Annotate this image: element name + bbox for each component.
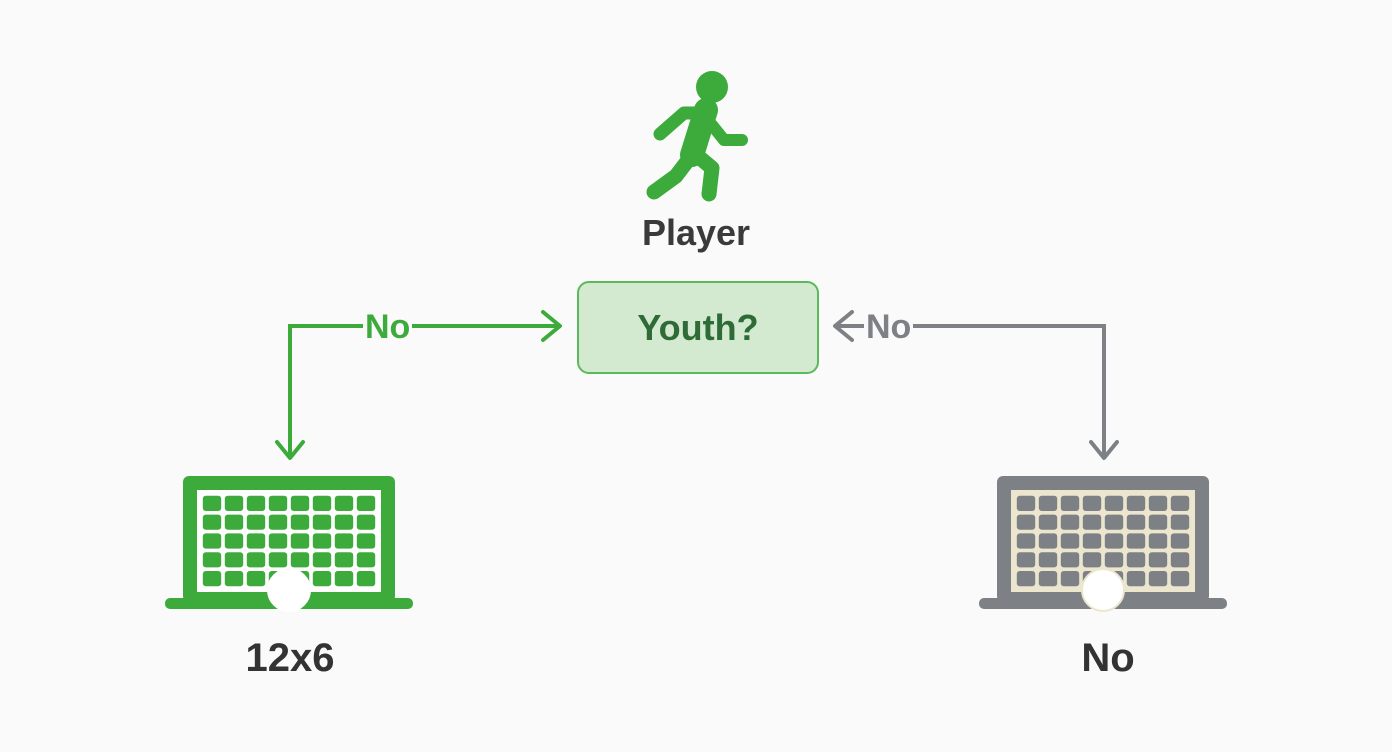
goal-net-cell [1126,514,1146,530]
goal-net-cell [224,495,244,511]
goal-net-cell [1016,552,1036,568]
goal-net-cell [1038,514,1058,530]
goal-net-cell [334,495,354,511]
goal-net-cell [1170,533,1190,549]
goal-net-cell [290,533,310,549]
goal-net-cell [1082,495,1102,511]
right-connector-arrowhead-left [833,310,854,342]
goal-net-cell [224,571,244,587]
right-outcome-label: No [1081,636,1135,680]
goal-net-cell [246,533,266,549]
goal-net-cell [202,533,222,549]
decision-label: Youth? [637,307,759,348]
goal-net-cell [246,495,266,511]
goal-net-cell [1016,533,1036,549]
left-edge-label: No [363,308,413,347]
goal-net-cell [1038,495,1058,511]
goal-net-cell [1170,552,1190,568]
goal-net-cell [356,514,376,530]
left-outcome-label: 12x6 [245,636,335,680]
goal-net-cell [202,552,222,568]
goal-net-cell [312,495,332,511]
left-connector-arrowhead-down [275,440,305,460]
goal-net-cell [1126,533,1146,549]
soccer-goal-icon [979,476,1227,612]
goal-net-cell [1060,552,1080,568]
goal-net-cell [312,571,332,587]
goal-net-cell [1082,514,1102,530]
goal-net-cell [356,571,376,587]
goal-net-cell [1170,571,1190,587]
decision-node: Youth? [577,281,819,374]
goal-net-cell [1148,552,1168,568]
right-edge-label: No [864,308,914,347]
goal-net-cell [1126,495,1146,511]
running-person-icon [646,71,748,202]
goal-net-cell [268,552,288,568]
goal-net-cell [1148,495,1168,511]
goal-net-cell [202,571,222,587]
right-connector [833,310,1119,460]
left-connector [275,310,562,460]
goal-net-cell [290,514,310,530]
goal-net-cell [334,552,354,568]
goal-net-cell [1060,514,1080,530]
goal-net-cell [268,514,288,530]
goal-net-cell [202,495,222,511]
goal-net-cell [312,514,332,530]
goal-net-cell [356,552,376,568]
goal-net-cell [1060,533,1080,549]
soccer-ball-icon [1081,568,1125,612]
goal-net-cell [356,495,376,511]
goal-net-cell [268,533,288,549]
goal-net-cell [334,514,354,530]
goal-net-cell [1148,571,1168,587]
goal-net-cell [268,495,288,511]
goal-net-cell [1126,571,1146,587]
goal-net-cell [224,552,244,568]
goal-net-cell [1038,533,1058,549]
goal-net-cell [312,533,332,549]
goal-net-cell [334,571,354,587]
goal-net-cell [202,514,222,530]
goal-net-cell [290,495,310,511]
goal-net-cell [224,514,244,530]
soccer-ball-icon [267,568,311,612]
goal-net-cell [1016,514,1036,530]
goal-net-cell [246,552,266,568]
goal-net-cell [334,533,354,549]
goal-net-cell [1170,495,1190,511]
goal-net-cell [1148,514,1168,530]
goal-net-cell [1038,552,1058,568]
goal-net-cell [1060,495,1080,511]
goal-net-cell [1038,571,1058,587]
goal-net-cell [356,533,376,549]
goal-net-cell [1104,514,1124,530]
goal-net-cell [246,514,266,530]
goal-net-cell [1082,533,1102,549]
soccer-goal-icon [165,476,413,612]
goal-net-cell [1126,552,1146,568]
goal-net-cell [1104,533,1124,549]
goal-net-cell [1016,571,1036,587]
right-connector-arrowhead-down [1089,440,1119,460]
goal-net-cell [1016,495,1036,511]
goal-net-cell [1104,552,1124,568]
goal-net-cell [224,533,244,549]
goal-net-cell [1148,533,1168,549]
player-label: Player [641,212,751,253]
goal-net-cell [1104,495,1124,511]
goal-net-cell [1082,552,1102,568]
goal-net-cell [290,552,310,568]
goal-net-cell [246,571,266,587]
goal-net-cell [1060,571,1080,587]
left-connector-arrowhead-right [541,310,562,342]
goal-net-cell [1170,514,1190,530]
goal-net-cell [312,552,332,568]
